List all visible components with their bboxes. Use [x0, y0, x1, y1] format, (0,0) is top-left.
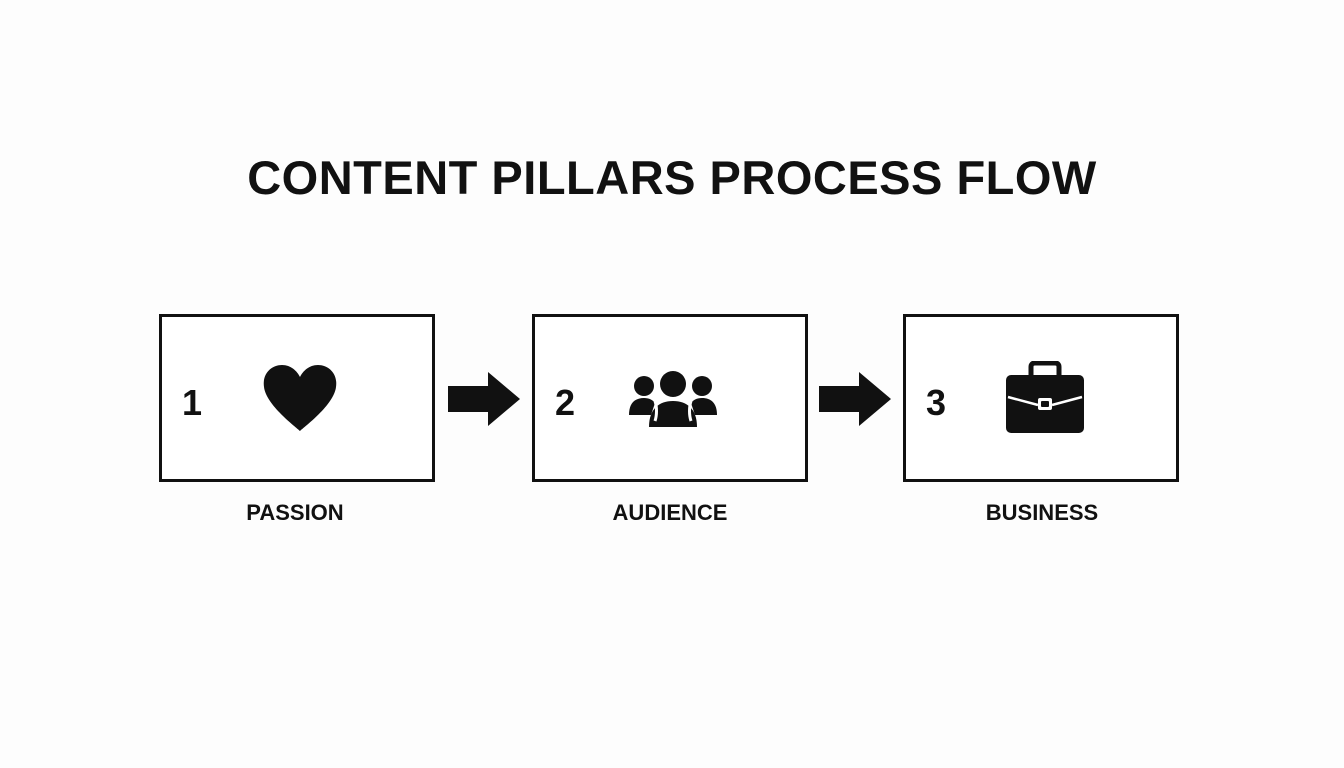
- step-number: 2: [555, 382, 576, 423]
- arrow-right-icon: [448, 372, 520, 426]
- arrow-right-icon: [819, 372, 891, 426]
- step-box-passion: 1: [159, 314, 435, 482]
- step-box-business: 3: [903, 314, 1179, 482]
- step-number: 3: [926, 382, 947, 423]
- people-group-icon: [629, 371, 717, 427]
- step-box-audience: 2: [532, 314, 808, 482]
- diagram-title: CONTENT PILLARS PROCESS FLOW: [247, 151, 1097, 204]
- step-label-business: BUSINESS: [985, 500, 1099, 525]
- briefcase-icon: [1006, 361, 1084, 433]
- step-number: 1: [182, 382, 203, 423]
- heart-icon: [263, 365, 337, 431]
- step-label-audience: AUDIENCE: [612, 500, 728, 525]
- step-label-passion: PASSION: [246, 500, 344, 525]
